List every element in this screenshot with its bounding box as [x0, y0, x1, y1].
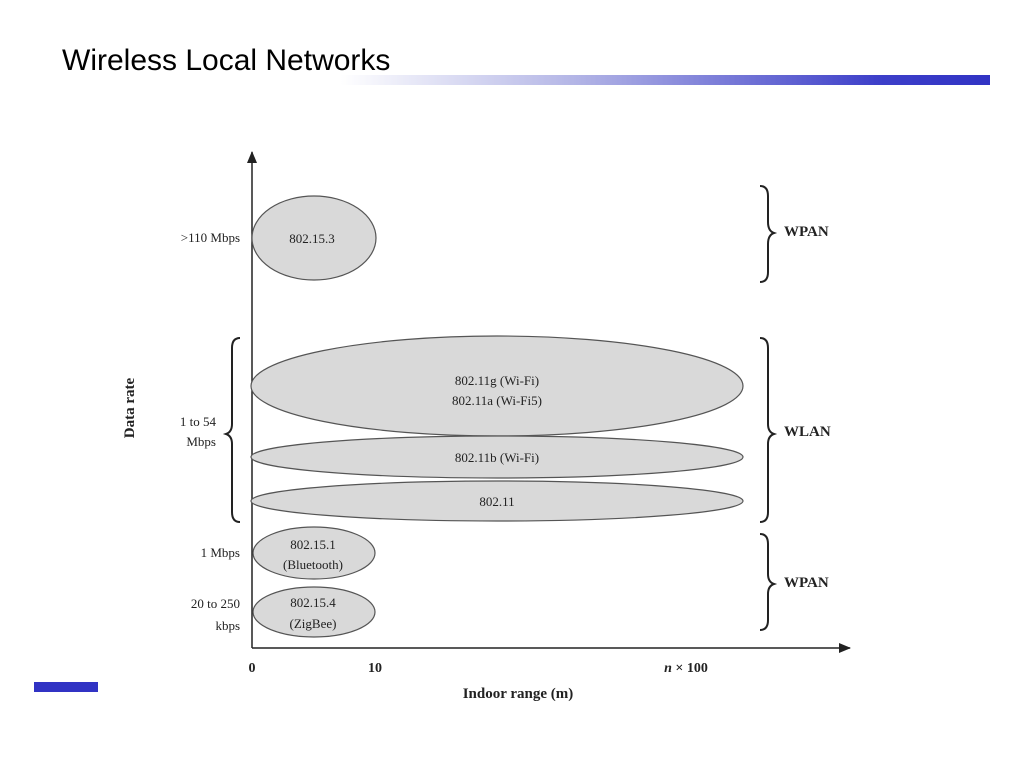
x-tick-10: 10: [368, 661, 382, 676]
x-tick-0: 0: [249, 661, 256, 676]
group-label-wlan: WLAN: [784, 424, 831, 440]
rate-label-20to250-line1: 20 to 250: [191, 596, 240, 611]
rate-label-110mbps: >110 Mbps: [181, 230, 240, 245]
ellipse-802-15-3: [251, 195, 377, 281]
y-axis-title: Data rate: [122, 377, 138, 438]
group-label-wpan-bottom: WPAN: [784, 575, 829, 591]
rate-label-20to250-line2: kbps: [215, 618, 240, 633]
right-brace-wpan-bottom: [759, 533, 778, 631]
label-802-15-1-line2: (Bluetooth): [283, 557, 343, 572]
ellipse-802-11: [250, 480, 744, 522]
label-802-11b: 802.11b (Wi-Fi): [455, 450, 539, 465]
label-802-15-4-line2: (ZigBee): [290, 616, 337, 631]
ellipse-802-11b: [250, 435, 744, 479]
x-tick-n-times-100: n × 100: [664, 661, 708, 676]
label-802-15-4-line1: 802.15.4: [290, 595, 336, 610]
rate-label-1to54-line1: 1 to 54: [180, 414, 217, 429]
left-brace-wlan: [222, 337, 241, 523]
label-802-15-3: 802.15.3: [289, 231, 335, 246]
title-underline: [62, 75, 990, 85]
label-802-11: 802.11: [479, 494, 514, 509]
x-axis-title: Indoor range (m): [463, 686, 574, 702]
rate-label-1mbps: 1 Mbps: [201, 545, 240, 560]
x-tick-n-rest: × 100: [672, 661, 708, 676]
right-brace-wpan-top: [759, 185, 778, 283]
label-802-11g: 802.11g (Wi-Fi): [455, 373, 539, 388]
label-802-15-1-line1: 802.15.1: [290, 537, 336, 552]
slide-title: Wireless Local Networks: [62, 44, 391, 77]
group-label-wpan-top: WPAN: [784, 224, 829, 240]
ellipse-802-15-4: [252, 586, 376, 638]
ellipse-802-15-1: [252, 526, 376, 580]
rate-label-1to54-line2: Mbps: [186, 434, 216, 449]
label-802-11a: 802.11a (Wi-Fi5): [452, 393, 542, 408]
corner-accent-bar: [34, 682, 98, 692]
right-brace-wlan: [759, 337, 778, 523]
x-tick-n-italic: n: [664, 661, 672, 676]
